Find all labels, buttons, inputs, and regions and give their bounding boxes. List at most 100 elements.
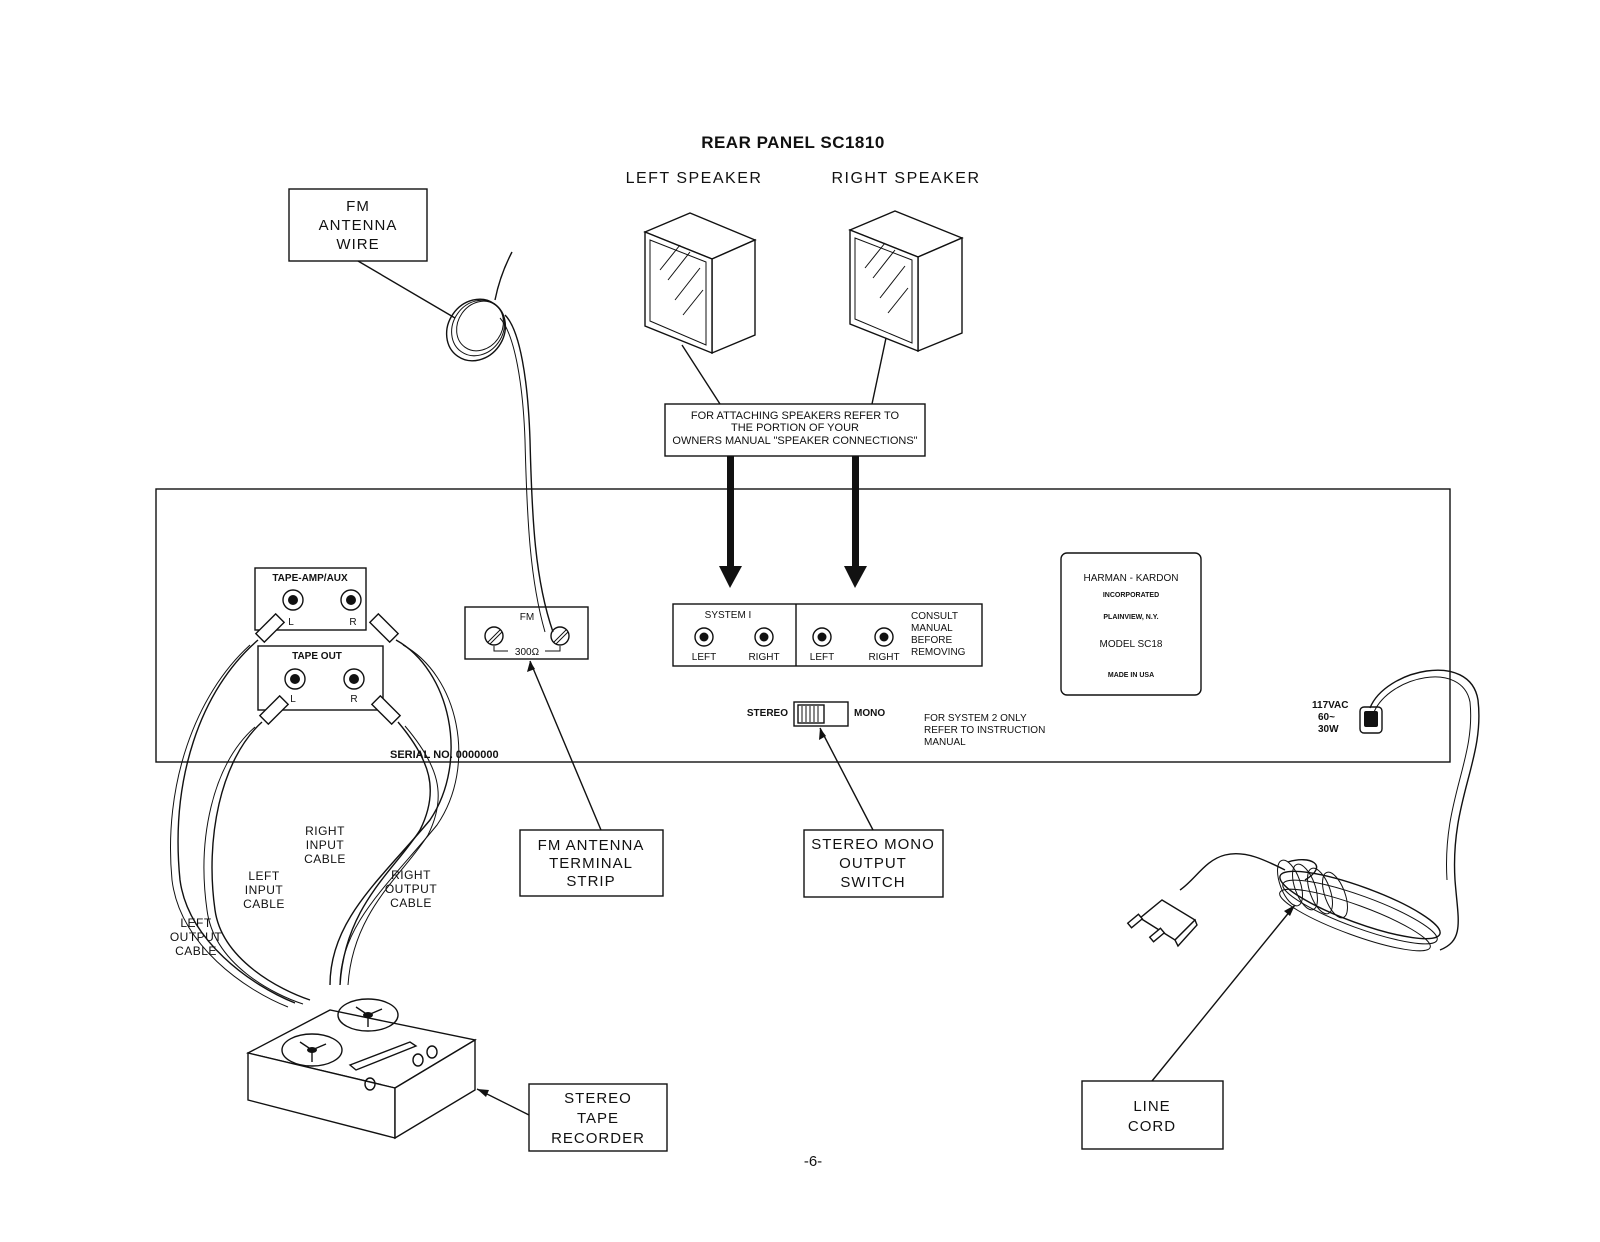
fm-terminal-callout-3: STRIP	[566, 873, 615, 890]
stereo-mono-leader	[819, 727, 874, 831]
speaker-note-line-3: OWNERS MANUAL "SPEAKER CONNECTIONS"	[672, 435, 917, 447]
fm-terminal-leader	[529, 660, 602, 831]
rear-panel	[155, 488, 1451, 763]
tape-out-left-jack[interactable]	[284, 668, 306, 690]
cable-plugs	[254, 612, 402, 726]
fm-terminal-callout-2: TERMINAL	[549, 855, 633, 872]
left-input-cable-2: INPUT	[245, 883, 284, 897]
left-output-cable-2: OUTPUT	[170, 930, 223, 944]
fm-terminal-strip	[464, 606, 589, 660]
mono-label: MONO	[854, 708, 885, 719]
line-cord-callout	[1081, 1080, 1224, 1150]
line-cord-leader	[1151, 904, 1296, 1082]
stereo-label: STEREO	[747, 708, 788, 719]
system1-right-label: RIGHT	[748, 652, 779, 663]
fm-antenna-wire-box	[288, 188, 428, 262]
tape-out-l: L	[290, 694, 296, 705]
system2-note-3: BEFORE	[911, 635, 952, 646]
system2-right-label: RIGHT	[868, 652, 899, 663]
system2-right-jack[interactable]	[874, 627, 894, 647]
tape-out-r: R	[350, 694, 357, 705]
fm-terminal-screw-left[interactable]	[484, 626, 504, 646]
left-output-cable-1: LEFT	[180, 916, 212, 930]
fm-antenna-wire-line-1: FM	[346, 198, 370, 215]
nameplate-inc: INCORPORATED	[1103, 592, 1159, 599]
nameplate	[1060, 552, 1202, 696]
right-input-cable-2: INPUT	[306, 838, 345, 852]
fm-terminal-callout	[519, 829, 664, 897]
tape-recorder-callout-1: STEREO	[564, 1090, 632, 1107]
system1-label: SYSTEM I	[705, 610, 752, 621]
system2-only-line-2: REFER TO INSTRUCTION	[924, 725, 1045, 736]
stereo-mono-callout-1: STEREO MONO	[811, 836, 935, 853]
stereo-mono-callout	[803, 829, 944, 898]
line-cord-callout-1: LINE	[1133, 1098, 1170, 1115]
right-speaker-icon	[848, 210, 964, 353]
right-output-cable-1: RIGHT	[391, 868, 431, 882]
power-line-1: 117VAC	[1312, 700, 1349, 711]
nameplate-brand: HARMAN - KARDON	[1083, 573, 1178, 584]
right-input-cable-3: CABLE	[304, 852, 346, 866]
tape-amp-aux-r: R	[349, 617, 356, 628]
left-input-cable-1: LEFT	[248, 869, 280, 883]
system2-note-4: REMOVING	[911, 647, 966, 658]
tape-out-label: TAPE OUT	[292, 651, 342, 662]
fm-antenna-wire-line-2: ANTENNA	[319, 217, 398, 234]
nameplate-model: MODEL SC18	[1100, 639, 1163, 650]
tape-recorder-icon	[246, 998, 477, 1140]
power-line-3: 30W	[1318, 724, 1339, 735]
tape-amp-aux-label: TAPE-AMP/AUX	[272, 573, 348, 584]
system2-only-line-1: FOR SYSTEM 2 ONLY	[924, 713, 1027, 724]
tape-cables	[169, 639, 460, 1008]
stereo-mono-callout-3: SWITCH	[840, 874, 905, 891]
system2-note-2: MANUAL	[911, 623, 953, 634]
right-output-cable-3: CABLE	[390, 896, 432, 910]
system1-left-jack[interactable]	[694, 627, 714, 647]
serial-number: SERIAL NO. 0000000	[390, 749, 499, 761]
speaker-terminal-block	[672, 603, 983, 667]
nameplate-made: MADE IN USA	[1108, 672, 1154, 679]
fm-terminal-callout-1: FM ANTENNA	[538, 837, 645, 854]
fm-terminal-screw-right[interactable]	[550, 626, 570, 646]
fm-strip-ohms: 300Ω	[515, 647, 540, 658]
right-input-cable-1: RIGHT	[305, 824, 345, 838]
line-cord-callout-2: CORD	[1128, 1118, 1176, 1135]
system2-note-1: CONSULT	[911, 611, 958, 622]
antenna-coil-icon	[445, 251, 554, 633]
tape-recorder-callout-3: RECORDER	[551, 1130, 645, 1147]
left-speaker-leader	[681, 344, 721, 405]
fm-antenna-wire-leader	[357, 260, 456, 319]
speaker-note-line-1: FOR ATTACHING SPEAKERS REFER TO	[691, 410, 900, 422]
stereo-mono-callout-2: OUTPUT	[839, 855, 907, 872]
nameplate-city: PLAINVIEW, N.Y.	[1103, 614, 1158, 621]
system1-right-jack[interactable]	[754, 627, 774, 647]
speaker-arrows	[719, 456, 867, 588]
tape-recorder-callout	[528, 1083, 668, 1152]
system2-only-line-3: MANUAL	[924, 737, 966, 748]
speaker-note-line-2: THE PORTION OF YOUR	[731, 422, 859, 434]
tape-amp-aux-left-jack[interactable]	[282, 589, 304, 611]
fm-strip-label: FM	[520, 612, 534, 623]
page-number: -6-	[804, 1153, 822, 1170]
left-speaker-label: LEFT SPEAKER	[626, 170, 763, 187]
tape-amp-aux-right-jack[interactable]	[340, 589, 362, 611]
tape-recorder-callout-2: TAPE	[577, 1110, 619, 1127]
fm-antenna-wire-line-3: WIRE	[336, 236, 379, 253]
line-cord-icon	[1126, 669, 1480, 952]
right-output-cable-2: OUTPUT	[385, 882, 438, 896]
system2-left-jack[interactable]	[812, 627, 832, 647]
system1-left-label: LEFT	[692, 652, 716, 663]
system2-left-label: LEFT	[810, 652, 834, 663]
tape-out-right-jack[interactable]	[343, 668, 365, 690]
left-speaker-icon	[643, 212, 757, 355]
diagram-title: REAR PANEL SC1810	[701, 133, 885, 152]
right-speaker-label: RIGHT SPEAKER	[831, 170, 980, 187]
left-output-cable-3: CABLE	[175, 944, 217, 958]
left-input-cable-3: CABLE	[243, 897, 285, 911]
speaker-note-box	[664, 403, 926, 457]
right-speaker-leader	[871, 337, 887, 405]
tape-amp-aux-l: L	[288, 617, 294, 628]
power-line-2: 60~	[1318, 712, 1335, 723]
